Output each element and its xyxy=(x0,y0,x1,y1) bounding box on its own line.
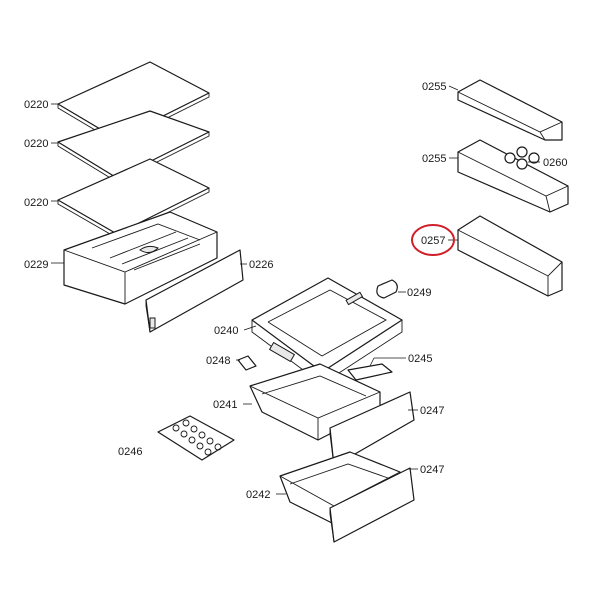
part-labels: 0220 0220 0220 0229 0226 0255 0255 0260 … xyxy=(24,81,567,501)
label-door-shelf-top: 0255 xyxy=(422,81,446,93)
label-door-shelf-bottom: 0257 xyxy=(421,235,445,247)
label-front-middle: 0247 xyxy=(420,405,444,417)
label-handle-right: 0249 xyxy=(407,287,431,299)
drawer-tray-upper xyxy=(251,277,403,385)
egg-tray xyxy=(157,415,235,461)
door-shelf-top xyxy=(457,79,563,141)
label-drawer-lower: 0242 xyxy=(246,489,270,501)
crisper-box xyxy=(63,211,218,305)
handle-right xyxy=(376,279,398,299)
label-front-lower: 0247 xyxy=(420,464,444,476)
door-shelf-egg xyxy=(457,139,569,213)
handle-left xyxy=(237,355,257,371)
rail xyxy=(347,363,393,381)
egg-holder-door xyxy=(504,146,540,170)
door-shelf-bottom xyxy=(457,215,563,297)
leader-lines xyxy=(51,85,540,495)
label-door-shelf-egg: 0255 xyxy=(422,153,446,165)
front-middle xyxy=(329,391,415,467)
label-rail: 0245 xyxy=(408,353,432,365)
label-crisper-box: 0229 xyxy=(24,259,48,271)
label-shelf-bottom: 0220 xyxy=(24,197,48,209)
label-egg-holder-door: 0260 xyxy=(543,157,567,169)
label-shelf-middle: 0220 xyxy=(24,138,48,150)
label-shelf-top: 0220 xyxy=(24,99,48,111)
label-drawer-tray-upper: 0240 xyxy=(214,325,238,337)
front-lower xyxy=(329,467,415,543)
label-egg-tray: 0246 xyxy=(118,446,142,458)
label-crisper-front: 0226 xyxy=(249,259,273,271)
label-drawer-middle: 0241 xyxy=(213,399,237,411)
highlight-ring xyxy=(411,224,455,256)
crisper-front xyxy=(145,249,244,333)
label-handle-left: 0248 xyxy=(206,355,230,367)
